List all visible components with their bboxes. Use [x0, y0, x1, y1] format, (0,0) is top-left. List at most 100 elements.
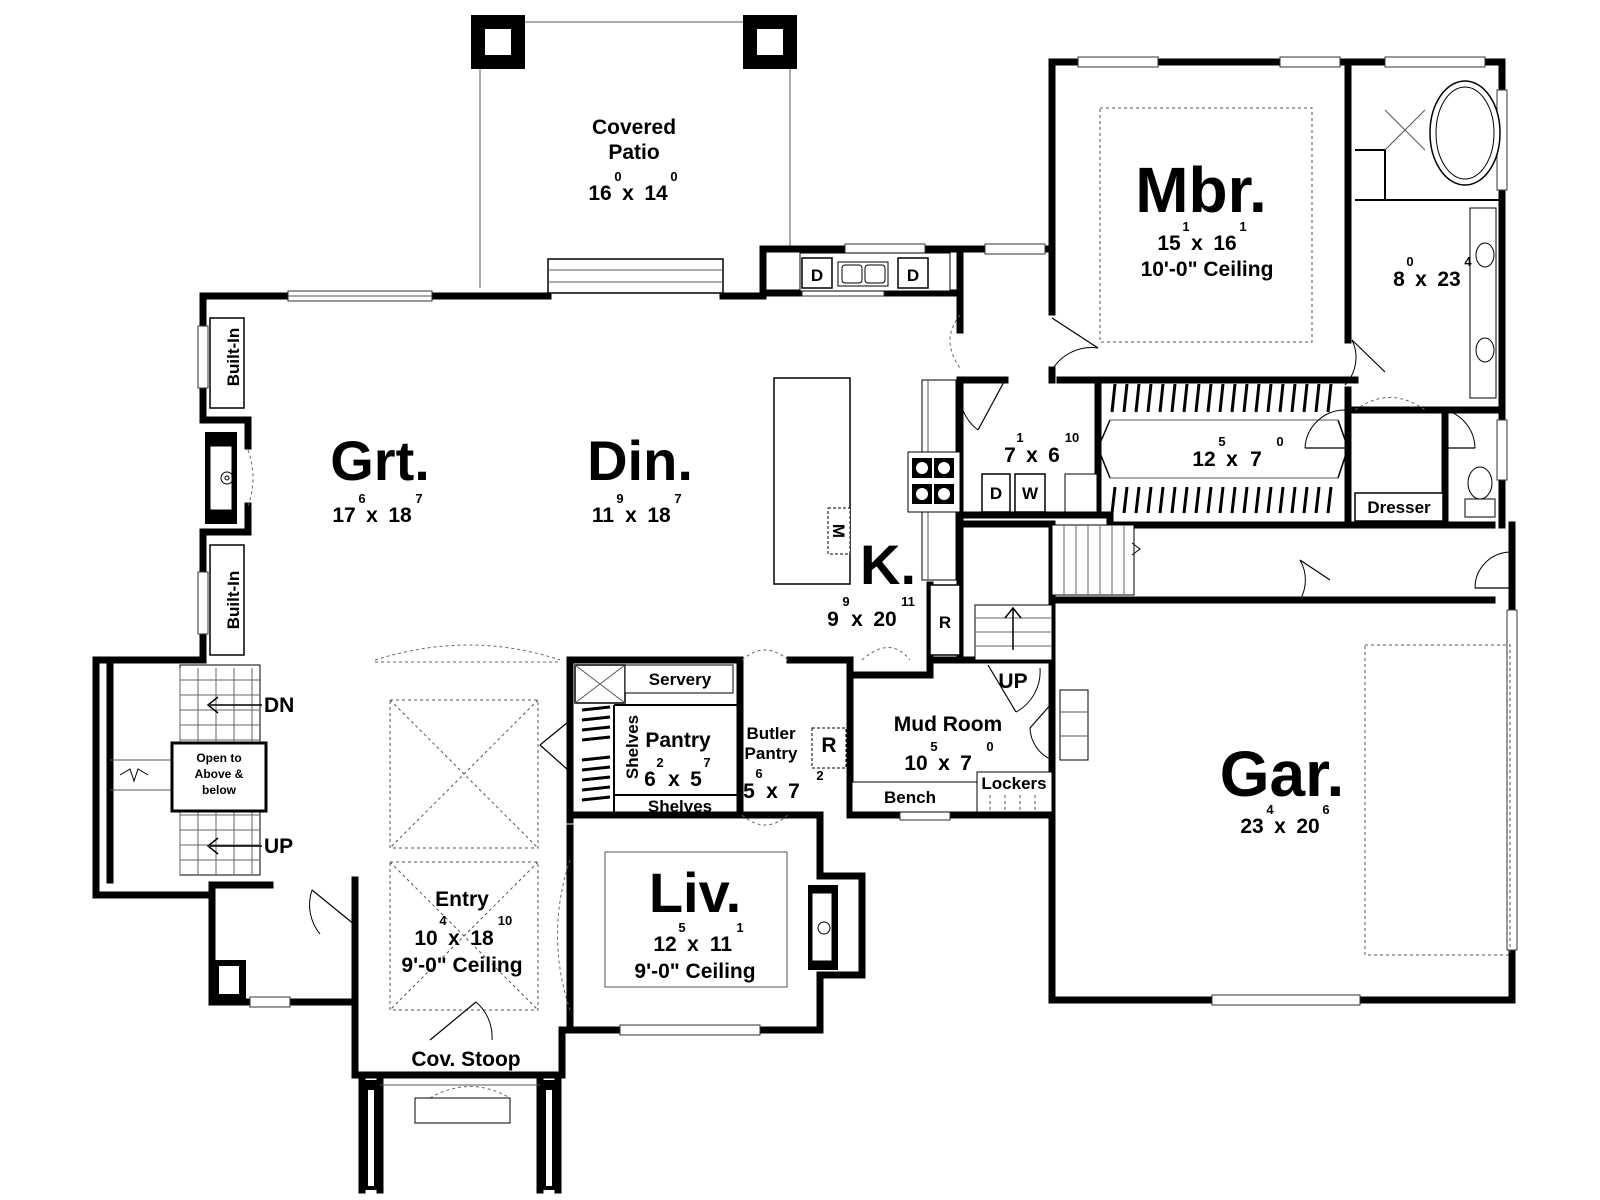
dishwasher-right	[897, 257, 929, 289]
stair-up-label: UP	[264, 835, 293, 858]
kitchen-w: 9	[827, 608, 839, 631]
dining-w-in: 9	[616, 491, 623, 506]
pantry-rack	[581, 705, 611, 802]
built-in-top-label: Built-In	[224, 328, 243, 387]
living-x: x	[687, 933, 699, 956]
label-stoop: Cov. Stoop	[411, 1048, 520, 1071]
covered-patio-d-in: 0	[670, 169, 677, 184]
label-mud-room: Mud Room 10 5 x 7 0	[894, 713, 1002, 775]
walls	[92, 58, 1516, 1194]
bath-w-in: 0	[1406, 254, 1413, 269]
label-pantry: Pantry 6 2 x 5 7	[644, 729, 711, 791]
label-laundry: 7 1 x 6 10	[1004, 430, 1079, 467]
closet-d-in: 0	[1276, 434, 1283, 449]
dresser-label: Dresser	[1367, 498, 1431, 517]
living-d: 11	[710, 933, 733, 956]
garage-x: x	[1274, 815, 1286, 838]
laundry-w-in: 1	[1016, 430, 1023, 445]
label-master-bedroom: Mbr. 15 1 x 16 1 10'-0" Ceiling	[1135, 154, 1273, 281]
pantry-fixtures: Servery Shelves Shelves R 2	[574, 664, 847, 816]
built-ins: Built-In Built-In	[209, 317, 245, 656]
patio-slider-door	[547, 258, 724, 294]
pantry-x: x	[668, 768, 680, 791]
closet-d: 7	[1250, 448, 1262, 471]
windows	[197, 56, 1518, 1036]
washer-label: W	[1022, 484, 1039, 503]
covered-patio-name1: Covered	[592, 116, 676, 139]
bath-w: 8	[1393, 268, 1405, 291]
dining-x: x	[625, 504, 637, 527]
bath-d: 23	[1437, 268, 1460, 291]
label-great-room: Grt. 17 6 x 18 7	[330, 429, 430, 527]
kitchen-w-in: 9	[842, 594, 849, 609]
entry-w: 10	[414, 927, 437, 950]
entry-ceiling: 9'-0" Ceiling	[401, 954, 522, 977]
label-kitchen: K. 9 9 x 20 11	[827, 533, 916, 631]
doors	[247, 314, 1511, 1124]
dryer	[981, 473, 1011, 513]
closet-w-in: 5	[1218, 434, 1225, 449]
mud-room-fixtures: Bench Lockers	[851, 771, 1053, 813]
mud-room-x: x	[938, 752, 950, 775]
great-room-w-in: 6	[358, 491, 365, 506]
butler-fridge-label: R	[821, 734, 836, 757]
kitchen-name: K.	[860, 533, 916, 596]
mbr-name: Mbr.	[1135, 154, 1267, 226]
dishwasher-left-label: D	[811, 266, 823, 285]
butler-fridge	[811, 727, 847, 769]
mbr-tray-ceiling	[1099, 107, 1313, 343]
label-covered-patio: Covered Patio 16 0 x 14 0	[588, 116, 677, 205]
kitchen-fridge-label: R	[939, 613, 951, 632]
open-to-above-box	[170, 741, 268, 813]
garage-stair-up-label: UP	[998, 670, 1027, 693]
stair-dn-label: DN	[264, 694, 294, 717]
label-entry: Entry 10 4 x 18 10 9'-0" Ceiling	[401, 888, 522, 977]
great-room-w: 17	[332, 504, 355, 527]
ceiling-details	[389, 644, 1511, 1011]
mbr-w-in: 1	[1182, 219, 1189, 234]
dishwasher-right-label: D	[907, 266, 919, 285]
butler-name1: Butler	[746, 724, 796, 743]
covered-patio-structure	[471, 15, 797, 294]
pantry-d: 5	[690, 768, 702, 791]
mud-room-d-in: 0	[986, 739, 993, 754]
entry-name: Entry	[435, 888, 489, 911]
washer	[1014, 473, 1046, 513]
laundry-x: x	[1026, 444, 1038, 467]
bench-label: Bench	[884, 788, 936, 807]
bathtub	[1429, 80, 1501, 186]
entry-d-in: 10	[498, 913, 512, 928]
entry-w-in: 4	[439, 913, 447, 928]
vanity-sink-top	[1475, 242, 1495, 268]
laundry-w: 7	[1004, 444, 1016, 467]
master-bath-fixtures: Dresser	[1354, 80, 1501, 522]
pantry-d-in: 7	[703, 755, 710, 770]
toilet	[1467, 466, 1493, 500]
entry-d: 18	[470, 927, 494, 950]
butler-name2: Pantry	[745, 744, 798, 763]
mbr-w: 15	[1157, 232, 1181, 255]
covered-patio-x: x	[622, 182, 634, 205]
butler-d: 7	[788, 780, 800, 803]
mbr-d: 16	[1213, 232, 1236, 255]
mbr-d-in: 1	[1239, 219, 1246, 234]
garage-w-in: 4	[1266, 802, 1274, 817]
vanity-sink-bottom	[1475, 337, 1495, 363]
kitchen-d: 20	[873, 608, 896, 631]
stairs-main: DN UP Open to Above & below	[110, 664, 294, 876]
label-living: Liv. 12 5 x 11 1 9'-0" Ceiling	[634, 861, 755, 983]
kitchen-fridge	[929, 584, 961, 656]
butler-w: 5	[743, 780, 755, 803]
covered-patio-d: 14	[644, 182, 668, 205]
laundry-d-in: 10	[1065, 430, 1079, 445]
laundry-d: 6	[1048, 444, 1060, 467]
dishwasher-left	[801, 257, 833, 289]
garage-d-in: 6	[1322, 802, 1329, 817]
living-name: Liv.	[649, 861, 741, 924]
covered-patio-w-in: 0	[614, 169, 621, 184]
living-w: 12	[653, 933, 676, 956]
stairs-garage: UP	[974, 524, 1141, 761]
open-line1: Open to	[196, 751, 241, 765]
label-butler-pantry: Butler Pantry 5 6 x 7	[743, 724, 800, 803]
servery-label: Servery	[649, 670, 712, 689]
